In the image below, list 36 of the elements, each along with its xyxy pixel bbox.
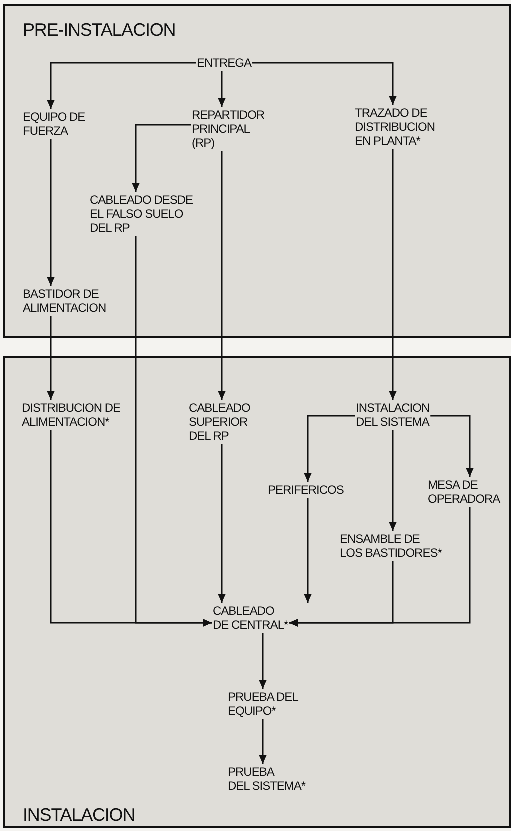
step-label: ENTREGA — [197, 56, 252, 70]
arrow — [252, 62, 397, 105]
section-heading: INSTALACION — [23, 805, 136, 826]
step-label: CABLEADO DE CENTRAL* — [213, 604, 288, 632]
arrow — [304, 498, 312, 603]
arrow — [218, 444, 226, 603]
step-label: REPARTIDOR PRINCIPAL (RP) — [192, 108, 265, 150]
arrow — [304, 415, 355, 482]
arrow — [47, 62, 196, 109]
step-label: TRAZADO DE DISTRIBUCION EN PLANTA* — [355, 106, 436, 148]
step-label: BASTIDOR DE ALIMENTACION — [23, 287, 106, 315]
section-heading: PRE-INSTALACION — [23, 20, 176, 41]
step-label: ENSAMBLE DE LOS BASTIDORES* — [340, 532, 442, 560]
arrow — [47, 139, 55, 286]
step-label: CABLEADO DESDE EL FALSO SUELO DEL RP — [90, 193, 194, 235]
section-panel — [3, 356, 511, 828]
arrow — [132, 124, 191, 192]
arrow — [218, 151, 226, 400]
arrow — [218, 71, 226, 107]
step-label: MESA DE OPERADORA — [428, 478, 500, 506]
arrow — [389, 149, 397, 400]
step-label: CABLEADO SUPERIOR DEL RP — [189, 401, 250, 443]
step-label: DISTRIBUCION DE ALIMENTACION* — [22, 401, 121, 429]
arrow — [289, 507, 471, 627]
arrow — [47, 316, 55, 400]
arrow — [259, 719, 267, 764]
arrow — [259, 633, 267, 689]
arrow — [135, 236, 212, 627]
step-label: EQUIPO DE FUERZA — [23, 110, 86, 138]
step-label: PERIFERICOS — [268, 483, 344, 497]
arrow — [430, 415, 474, 477]
step-label: INSTALACION DEL SISTEMA — [356, 401, 430, 429]
section-panel — [3, 4, 511, 338]
arrow — [389, 430, 397, 531]
step-label: PRUEBA DEL SISTEMA* — [228, 765, 306, 793]
step-label: PRUEBA DEL EQUIPO* — [228, 690, 298, 718]
